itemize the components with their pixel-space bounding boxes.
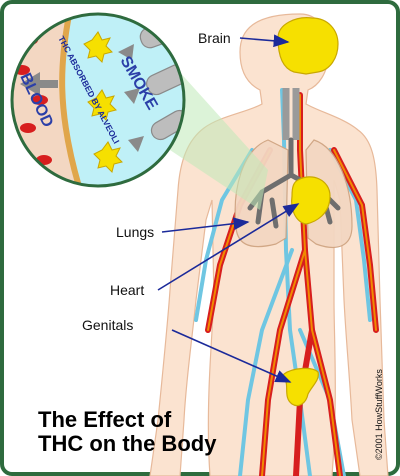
label-lungs: Lungs bbox=[116, 224, 155, 240]
label-arrows bbox=[157, 34, 300, 383]
label-brain: Brain bbox=[198, 30, 231, 46]
brain-organ bbox=[277, 17, 339, 75]
lungs-arrow bbox=[161, 217, 250, 233]
label-heart: Heart bbox=[110, 282, 145, 298]
zoom-cone bbox=[170, 68, 268, 210]
trachea bbox=[282, 88, 300, 140]
heart-organ bbox=[291, 176, 331, 225]
diagram-title: The Effect of THC on the Body bbox=[38, 408, 216, 456]
inset-alveoli: SMOKE BLOOD THC ABSORBED BY ALVEOLI bbox=[10, 12, 186, 188]
title-line-2: THC on the Body bbox=[38, 431, 217, 456]
brain-arrow bbox=[239, 34, 290, 48]
heart-arrow bbox=[157, 203, 300, 291]
label-genitals: Genitals bbox=[82, 317, 134, 333]
genitals-arrow bbox=[171, 329, 292, 383]
title-line-1: The Effect of bbox=[38, 407, 172, 432]
copyright-text: ©2001 HowStuffWorks bbox=[374, 369, 384, 460]
